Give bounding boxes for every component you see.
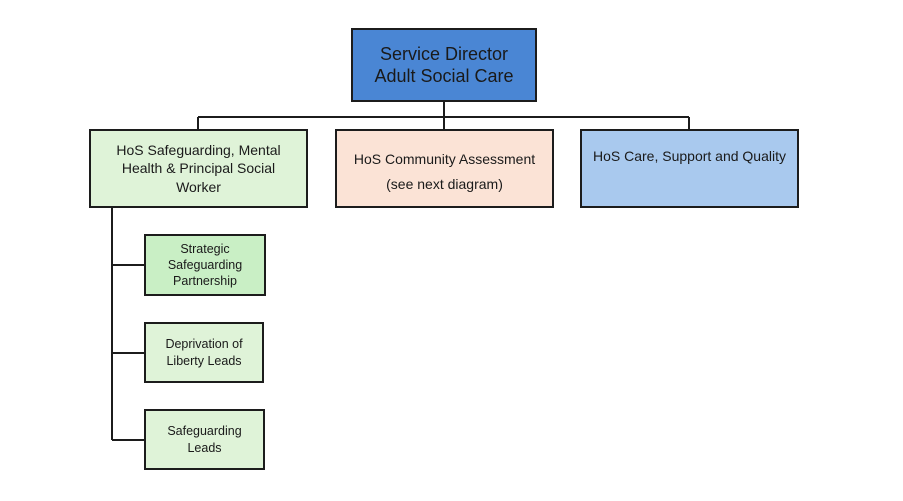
strategic-safeguarding-partnership-box: Strategic Safeguarding Partnership (144, 234, 266, 296)
hos-care-support-quality-box: HoS Care, Support and Quality (580, 129, 799, 208)
service-director-title: Service Director (379, 43, 509, 64)
sub-unit-label-line: Deprivation of (165, 337, 243, 352)
adult-social-care-title: Adult Social Care (374, 66, 514, 86)
hos-care-support-quality-label: HoS Care, Support and Quality (593, 148, 786, 164)
sub-unit-label-line: Safeguarding (167, 424, 242, 439)
hos-safeguarding-label-line-2: Health & Principal Social (121, 160, 276, 177)
hos-safeguarding-label-line-1: HoS Safeguarding, Mental (116, 142, 281, 159)
sub-unit-label-line: Safeguarding (167, 257, 243, 272)
hos-safeguarding-label-line-3: Worker (176, 178, 221, 195)
hos-community-assessment-box: HoS Community Assessment (see next diagr… (335, 129, 554, 208)
hos-community-assessment-label: HoS Community Assessment (353, 151, 536, 167)
sub-unit-label-line: Leads (187, 440, 222, 455)
safeguarding-leads-box: Safeguarding Leads (144, 409, 265, 470)
sub-unit-label-line: Liberty Leads (166, 353, 242, 368)
sub-unit-label-line: Strategic (180, 241, 230, 256)
see-next-diagram-note: (see next diagram) (386, 175, 503, 192)
hos-safeguarding-box: HoS Safeguarding, Mental Health & Princi… (89, 129, 308, 208)
sub-unit-label-line: Partnership (173, 274, 237, 289)
service-director-box: Service Director Adult Social Care (351, 28, 537, 102)
deprivation-of-liberty-leads-box: Deprivation of Liberty Leads (144, 322, 264, 383)
